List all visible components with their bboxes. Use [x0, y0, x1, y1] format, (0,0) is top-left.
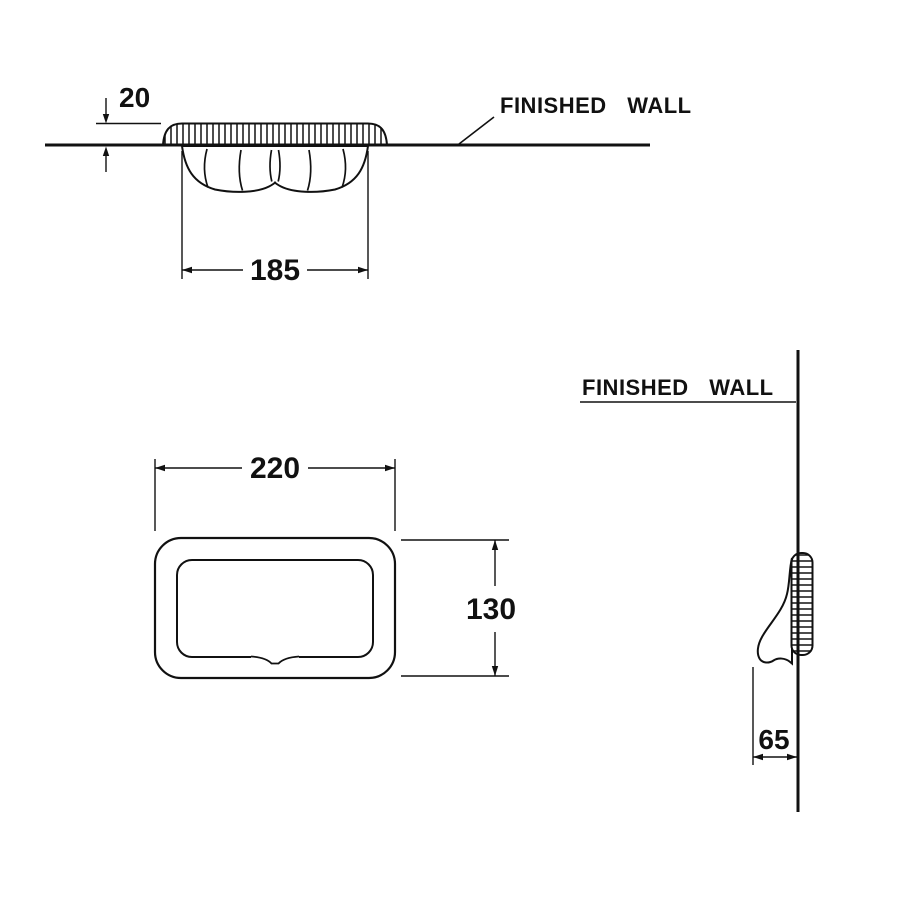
- section-view: 20 185 FINISHED WALL: [45, 82, 692, 287]
- dim-recess-width: 185: [181, 151, 369, 287]
- arrowhead-left: [753, 753, 763, 761]
- dim-value-65: 65: [758, 724, 789, 755]
- dim-projection: 65: [752, 667, 797, 765]
- arrowhead-left: [182, 266, 192, 274]
- arrowhead-down: [491, 666, 499, 676]
- body-segment-line: [238, 149, 244, 191]
- tray-profile: [756, 557, 793, 666]
- body-segment-line: [306, 149, 312, 191]
- arrowhead-right: [385, 464, 395, 472]
- dim-overall-width: 220: [154, 452, 396, 531]
- dim-flange-thickness: 20: [96, 82, 161, 172]
- side-view: FINISHED WALL 65: [580, 350, 814, 812]
- dim-overall-height: 130: [401, 539, 516, 677]
- body-segment-line: [269, 149, 273, 182]
- flange-strip-ribs: [790, 552, 814, 656]
- arrowhead-left: [155, 464, 165, 472]
- arrowhead-right: [787, 753, 797, 761]
- finished-wall-label-side: FINISHED WALL: [582, 375, 774, 400]
- front-view: 220 130: [153, 452, 516, 680]
- dim-value-130: 130: [466, 593, 516, 626]
- recessed-body-section: [180, 145, 370, 193]
- drain-notch: [250, 655, 300, 665]
- arrowhead-up: [102, 146, 110, 156]
- flange-section: [161, 122, 389, 146]
- arrowhead-right: [358, 266, 368, 274]
- dim-value-220: 220: [250, 452, 300, 485]
- recess-opening-outline: [176, 559, 374, 658]
- dim-value-185: 185: [250, 254, 300, 287]
- finished-wall-label-top: FINISHED WALL: [500, 93, 692, 118]
- arrowhead-up: [491, 540, 499, 550]
- arrowhead-down: [102, 114, 110, 124]
- body-segment-line: [277, 149, 281, 182]
- dim-value-20: 20: [119, 82, 150, 113]
- notch-mask: [251, 652, 299, 662]
- leader-line: [458, 116, 495, 145]
- body-segment-line: [341, 148, 347, 188]
- body-segment-line: [203, 148, 209, 188]
